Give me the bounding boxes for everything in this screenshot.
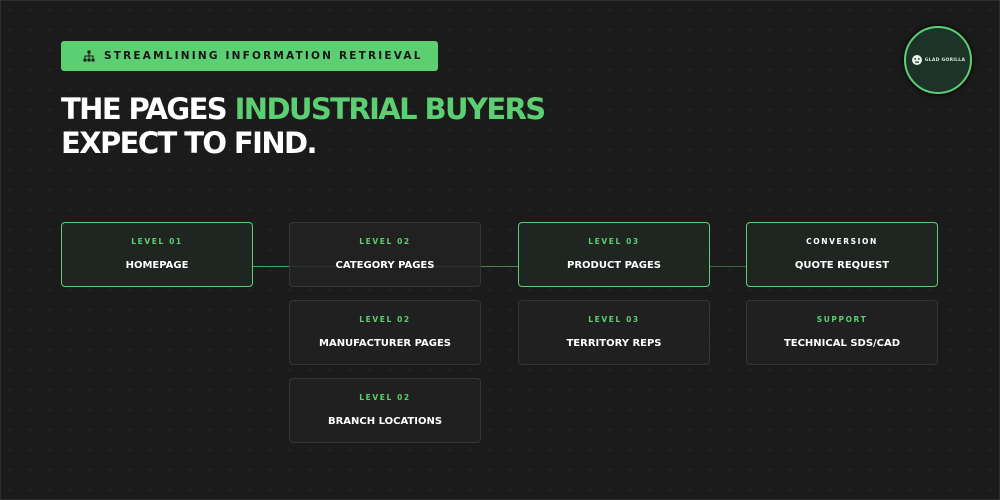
node-level: LEVEL 03	[588, 315, 640, 324]
node-level: CONVERSION	[806, 237, 878, 246]
node-quote-request[interactable]: CONVERSION QUOTE REQUEST	[746, 222, 938, 287]
node-title: BRANCH LOCATIONS	[327, 416, 443, 427]
title-part-1: THE PAGES	[61, 92, 235, 126]
title-accent: INDUSTRIAL BUYERS	[234, 92, 547, 126]
node-homepage[interactable]: LEVEL 01 HOMEPAGE	[61, 222, 253, 287]
node-title: PRODUCT PAGES	[567, 260, 661, 271]
node-title: QUOTE REQUEST	[794, 260, 890, 271]
node-level: LEVEL 02	[359, 315, 411, 324]
flow-connector-line	[157, 266, 843, 267]
brand-logo: GLAD GORILLA	[904, 26, 972, 94]
node-branch-locations[interactable]: LEVEL 02 BRANCH LOCATIONS	[289, 378, 481, 443]
page-title: THE PAGES INDUSTRIAL BUYERS EXPECT TO FI…	[61, 92, 547, 160]
section-badge: STREAMLINING INFORMATION RETRIEVAL	[61, 41, 438, 71]
node-product-pages[interactable]: LEVEL 03 PRODUCT PAGES	[518, 222, 710, 287]
node-title: TECHNICAL SDS/CAD	[783, 338, 901, 349]
node-level: LEVEL 03	[588, 237, 640, 246]
node-level: LEVEL 01	[131, 237, 183, 246]
node-level: LEVEL 02	[359, 393, 411, 402]
node-title: TERRITORY REPS	[566, 338, 662, 349]
node-territory-reps[interactable]: LEVEL 03 TERRITORY REPS	[518, 300, 710, 365]
node-level: LEVEL 02	[359, 237, 411, 246]
badge-label: STREAMLINING INFORMATION RETRIEVAL	[104, 50, 423, 62]
node-level: SUPPORT	[816, 315, 868, 324]
sitemap-icon	[83, 50, 95, 62]
node-category-pages[interactable]: LEVEL 02 CATEGORY PAGES	[289, 222, 481, 287]
logo-wordmark: GLAD GORILLA	[924, 57, 966, 63]
node-title: MANUFACTURER PAGES	[319, 338, 451, 349]
gorilla-logo-icon	[911, 51, 923, 70]
title-part-2: EXPECT TO FIND.	[61, 126, 317, 160]
node-title: HOMEPAGE	[125, 260, 189, 271]
node-title: CATEGORY PAGES	[335, 260, 435, 271]
node-technical-sds-cad[interactable]: SUPPORT TECHNICAL SDS/CAD	[746, 300, 938, 365]
node-manufacturer-pages[interactable]: LEVEL 02 MANUFACTURER PAGES	[289, 300, 481, 365]
